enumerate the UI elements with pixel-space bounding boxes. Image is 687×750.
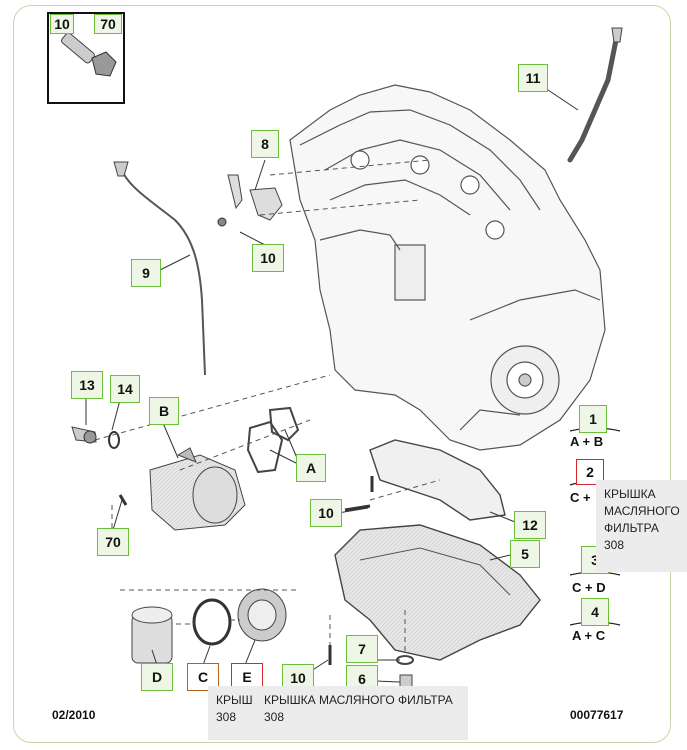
footer-code: 00077617 [570, 708, 624, 722]
callout-7[interactable]: 7 [346, 635, 378, 663]
tooltip-line: КРЫШ [216, 693, 253, 707]
callout-8[interactable]: 8 [251, 130, 279, 158]
callout-B[interactable]: B [149, 397, 179, 425]
bolt-icon [61, 32, 117, 77]
tooltip-line: ФИЛЬТРА [604, 521, 659, 535]
callout-12[interactable]: 12 [514, 511, 546, 539]
tooltip-oil-filter-cover-bottom: КРЫШКА МАСЛЯНОГО ФИЛЬТРА 308 [256, 686, 468, 740]
callout-70[interactable]: 70 [97, 528, 129, 556]
callout-11[interactable]: 11 [518, 64, 548, 92]
oil-pan-5 [334, 524, 541, 661]
seal-14 [108, 431, 120, 449]
gasket-A [246, 406, 300, 474]
callout-D[interactable]: D [141, 663, 173, 691]
legend-formula-2: C + [570, 490, 591, 505]
legend-item-2[interactable]: 2 [576, 459, 604, 485]
callout-C[interactable]: C [187, 663, 219, 691]
seal-ring-C [192, 598, 232, 646]
callout-13[interactable]: 13 [71, 371, 103, 399]
filter-element-D [131, 606, 173, 664]
tooltip-line: КРЫШКА МАСЛЯНОГО ФИЛЬТРА [264, 693, 453, 707]
dipstick-9 [113, 161, 206, 376]
inset-label-70[interactable]: 70 [94, 14, 122, 34]
legend-formula-3: C + D [572, 580, 606, 595]
tooltip-line: МАСЛЯНОГО [604, 504, 680, 518]
footer-date: 02/2010 [52, 708, 96, 722]
tooltip-line: КРЫШКА [604, 487, 656, 501]
callout-10-center[interactable]: 10 [310, 499, 342, 527]
callout-5[interactable]: 5 [510, 540, 540, 568]
inset-label-10[interactable]: 10 [50, 14, 74, 34]
tooltip-line: 308 [264, 710, 285, 724]
legend-formula-4: A + C [572, 628, 606, 643]
assembly-lines [94, 159, 441, 655]
dipstick-tube-11 [567, 27, 623, 163]
bracket-8 [217, 174, 283, 227]
legend-item-1[interactable]: 1 [579, 405, 607, 433]
filter-cover-E [237, 588, 287, 642]
filter-housing-B [149, 447, 246, 531]
callout-10-top[interactable]: 10 [252, 244, 284, 272]
bolt-70 [118, 494, 128, 506]
tooltip-line: 308 [216, 710, 237, 724]
legend-item-4[interactable]: 4 [581, 598, 609, 626]
callout-9[interactable]: 9 [131, 259, 161, 287]
callout-14[interactable]: 14 [110, 375, 140, 403]
tooltip-oil-filter-cover-clipped: КРЫШ 308 [208, 686, 260, 740]
tooltip-oil-filter-cover-right: КРЫШКА МАСЛЯНОГО ФИЛЬТРА 308 [596, 480, 687, 572]
legend-formula-1: A + B [570, 434, 604, 449]
callout-A[interactable]: A [296, 454, 326, 482]
sensor-13 [71, 426, 97, 444]
tooltip-line: 308 [604, 538, 625, 552]
bolt-10-center [344, 504, 371, 512]
engine-block [289, 84, 606, 451]
gasket-12 [369, 439, 506, 521]
bolt-inset-box [47, 12, 125, 104]
